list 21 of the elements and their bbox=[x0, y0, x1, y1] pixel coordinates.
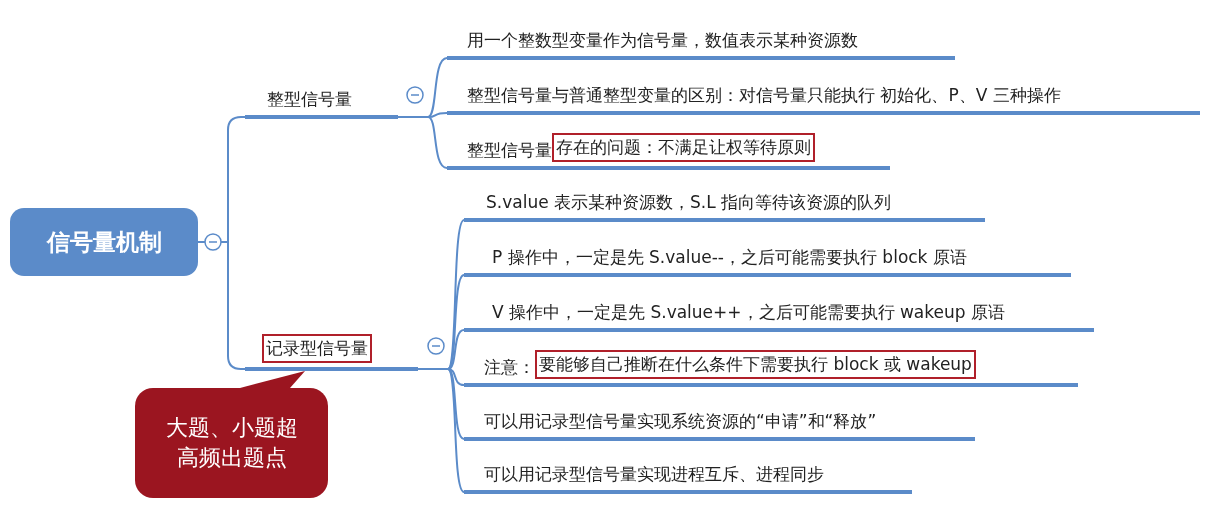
root-topic-box bbox=[10, 208, 198, 276]
topic-label: 信号量机制 bbox=[46, 227, 162, 257]
highlighted-text: 存在的问题：不满足让权等待原则 bbox=[552, 133, 815, 162]
topic-label: 整型信号量 bbox=[467, 139, 552, 162]
topic-label: 可以用记录型信号量实现系统资源的“申请”和“释放” bbox=[484, 410, 877, 433]
topic-label: 大题、小题超高频出题点 bbox=[164, 414, 299, 472]
connector-line bbox=[397, 116, 448, 169]
topic-label: V 操作中，一定是先 S.value++，之后可能需要执行 wakeup 原语 bbox=[492, 301, 1005, 324]
topic-label: P 操作中，一定是先 S.value--，之后可能需要执行 block 原语 bbox=[492, 246, 967, 269]
highlighted-text: 要能够自己推断在什么条件下需要执行 block 或 wakeup bbox=[535, 350, 976, 379]
topic-text bbox=[447, 130, 890, 170]
callout-pointer bbox=[240, 371, 305, 388]
connector-line bbox=[417, 368, 465, 493]
highlighted-text: 记录型信号量 bbox=[262, 334, 372, 363]
topic-label: 整型信号量 bbox=[267, 88, 352, 111]
topic-label: 整型信号量与普通整型变量的区别：对信号量只能执行 初始化、P、V 三种操作 bbox=[467, 84, 1061, 107]
topic-text bbox=[464, 347, 1078, 387]
topic-label: 可以用记录型信号量实现进程互斥、进程同步 bbox=[484, 463, 824, 486]
topic-label: 注意： bbox=[484, 356, 535, 379]
topic-label: S.value 表示某种资源数，S.L 指向等待该资源的队列 bbox=[486, 191, 892, 214]
topic-label: 用一个整数型变量作为信号量，数值表示某种资源数 bbox=[467, 29, 858, 52]
